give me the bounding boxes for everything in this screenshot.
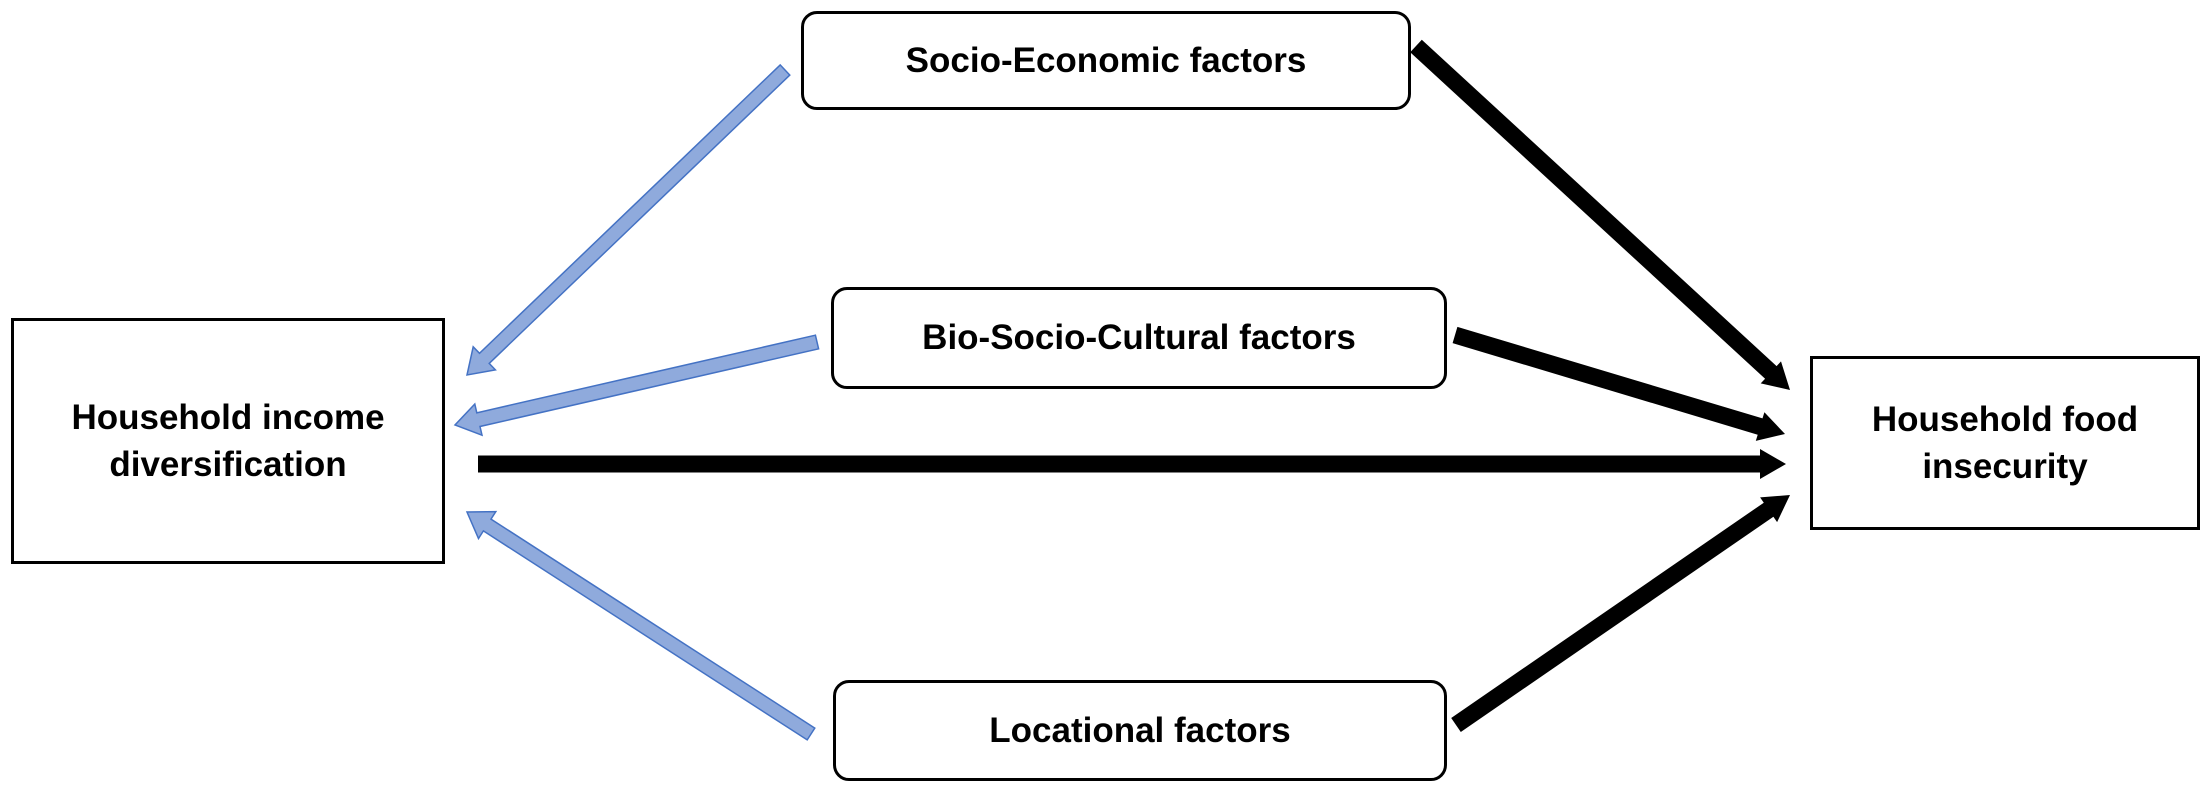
arrow-bio-socio-cultural-to-income-diversification [453,334,820,437]
node-socio-economic-factors: Socio-Economic factors [801,11,1411,110]
node-label: Household food insecurity [1871,399,2139,486]
node-label: Socio-Economic factors [905,40,1307,80]
arrow-bio-socio-cultural-to-food-insecurity [1452,326,1785,441]
node-household-income-diversification: Household income diversification [11,318,445,564]
arrow-socio-economic-to-food-insecurity [1410,39,1790,390]
node-locational-factors: Locational factors [833,680,1447,781]
node-label: Bio-Socio-Cultural factors [922,318,1356,358]
arrow-income-diversification-to-food-insecurity [478,449,1786,479]
node-household-food-insecurity: Household food insecurity [1810,356,2200,530]
arrow-socio-economic-to-income-diversification [466,63,791,376]
node-label: Household income diversification [71,397,385,484]
arrow-locational-to-food-insecurity [1451,495,1790,732]
node-bio-socio-cultural-factors: Bio-Socio-Cultural factors [831,287,1447,389]
node-label: Locational factors [989,710,1291,750]
arrow-locational-to-income-diversification [465,510,816,741]
